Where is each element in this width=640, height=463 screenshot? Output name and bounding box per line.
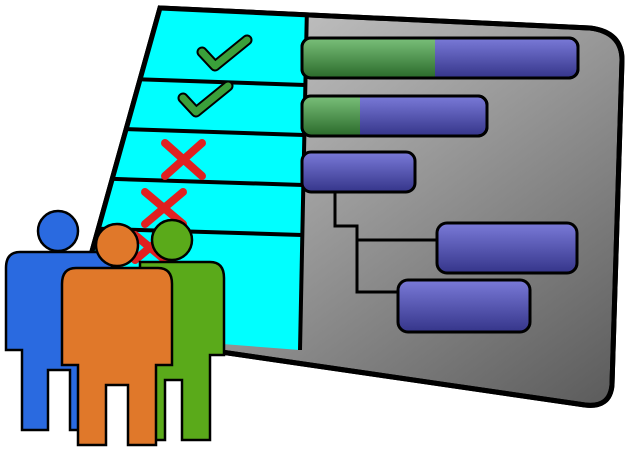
gantt-bar [435,221,579,275]
gantt-bar [396,278,532,334]
gantt-bar [300,150,417,194]
gantt-bars [300,36,580,334]
cross-icon [141,188,187,228]
checklist-marks [131,34,253,264]
gantt-bar [300,94,489,138]
cross-icon [161,139,206,180]
team [4,209,226,447]
person-orange-icon [60,222,174,447]
dependency-lines [333,190,440,294]
gantt-bar [300,36,580,80]
